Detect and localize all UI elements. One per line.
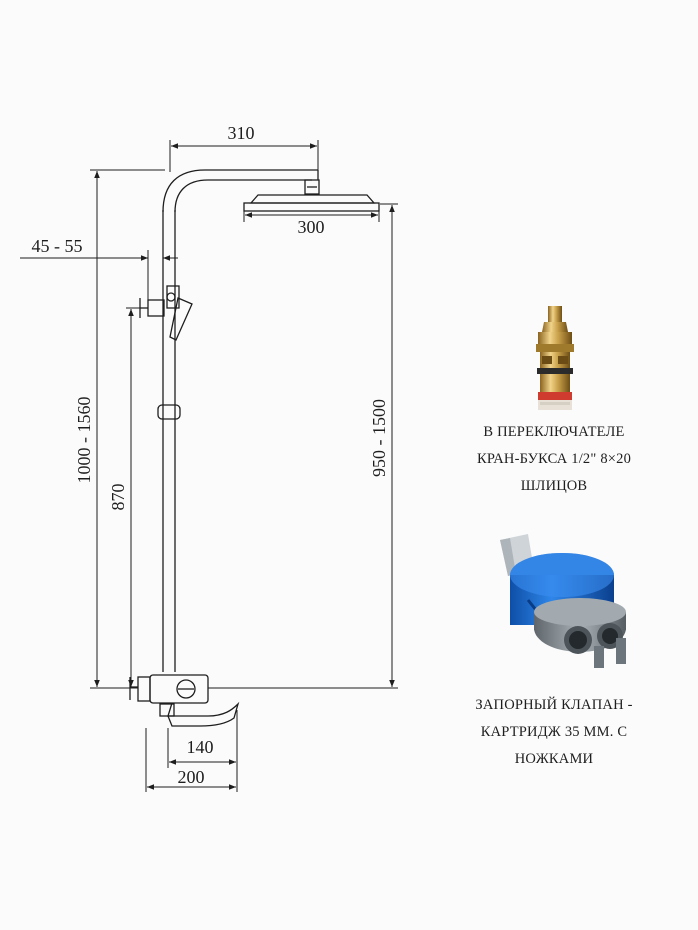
valve-cartridge-icon — [536, 306, 574, 410]
ceramic-cartridge-icon — [500, 534, 626, 668]
dim-head-width-label: 300 — [298, 217, 325, 237]
valve-caption: В ПЕРЕКЛЮЧАТЕЛЕ КРАН-БУКСА 1/2" 8×20 ШЛИ… — [434, 419, 674, 500]
dim-mixer-to-holder-label: 870 — [108, 484, 128, 511]
slide-bar-fix — [157, 404, 181, 420]
wall-bracket — [147, 299, 165, 317]
cartridge-caption-line-1: ЗАПОРНЫЙ КЛАПАН - — [475, 697, 633, 713]
shower-head — [249, 194, 376, 204]
dim-total-height-label: 1000 - 1560 — [74, 397, 94, 484]
valve-caption-line-1: В ПЕРЕКЛЮЧАТЕЛЕ — [483, 424, 625, 440]
cartridge-caption-line-3: НОЖКАМИ — [514, 751, 594, 767]
shower-outline — [129, 169, 380, 727]
valve-caption-line-2: КРАН-БУКСА 1/2" 8×20 — [476, 451, 632, 467]
diverter — [159, 703, 175, 717]
valve-caption-line-3: ШЛИЦОВ — [520, 478, 588, 494]
overhead-arm — [162, 169, 318, 213]
holder-knob — [166, 292, 176, 302]
dim-arm-length-label: 310 — [228, 123, 255, 143]
shower-head-plate — [243, 202, 380, 212]
dim-mixer-depth-label: 200 — [178, 767, 205, 787]
dim-mixer-to-head-label: 950 - 1500 — [369, 399, 389, 477]
dim-wall-offset-label: 45 - 55 — [32, 236, 83, 256]
head-connector — [304, 179, 320, 195]
dim-spout-length-label: 140 — [187, 737, 214, 757]
mixer-spout — [167, 701, 240, 727]
cartridge-caption-line-2: КАРТРИДЖ 35 ММ. С — [480, 724, 628, 740]
cartridge-caption: ЗАПОРНЫЙ КЛАПАН - КАРТРИДЖ 35 ММ. С НОЖК… — [434, 692, 674, 773]
mixer-handle — [176, 679, 196, 699]
overhead-arm-inner — [174, 179, 312, 213]
hand-shower — [169, 297, 193, 341]
mixer-left-nut — [137, 676, 151, 702]
